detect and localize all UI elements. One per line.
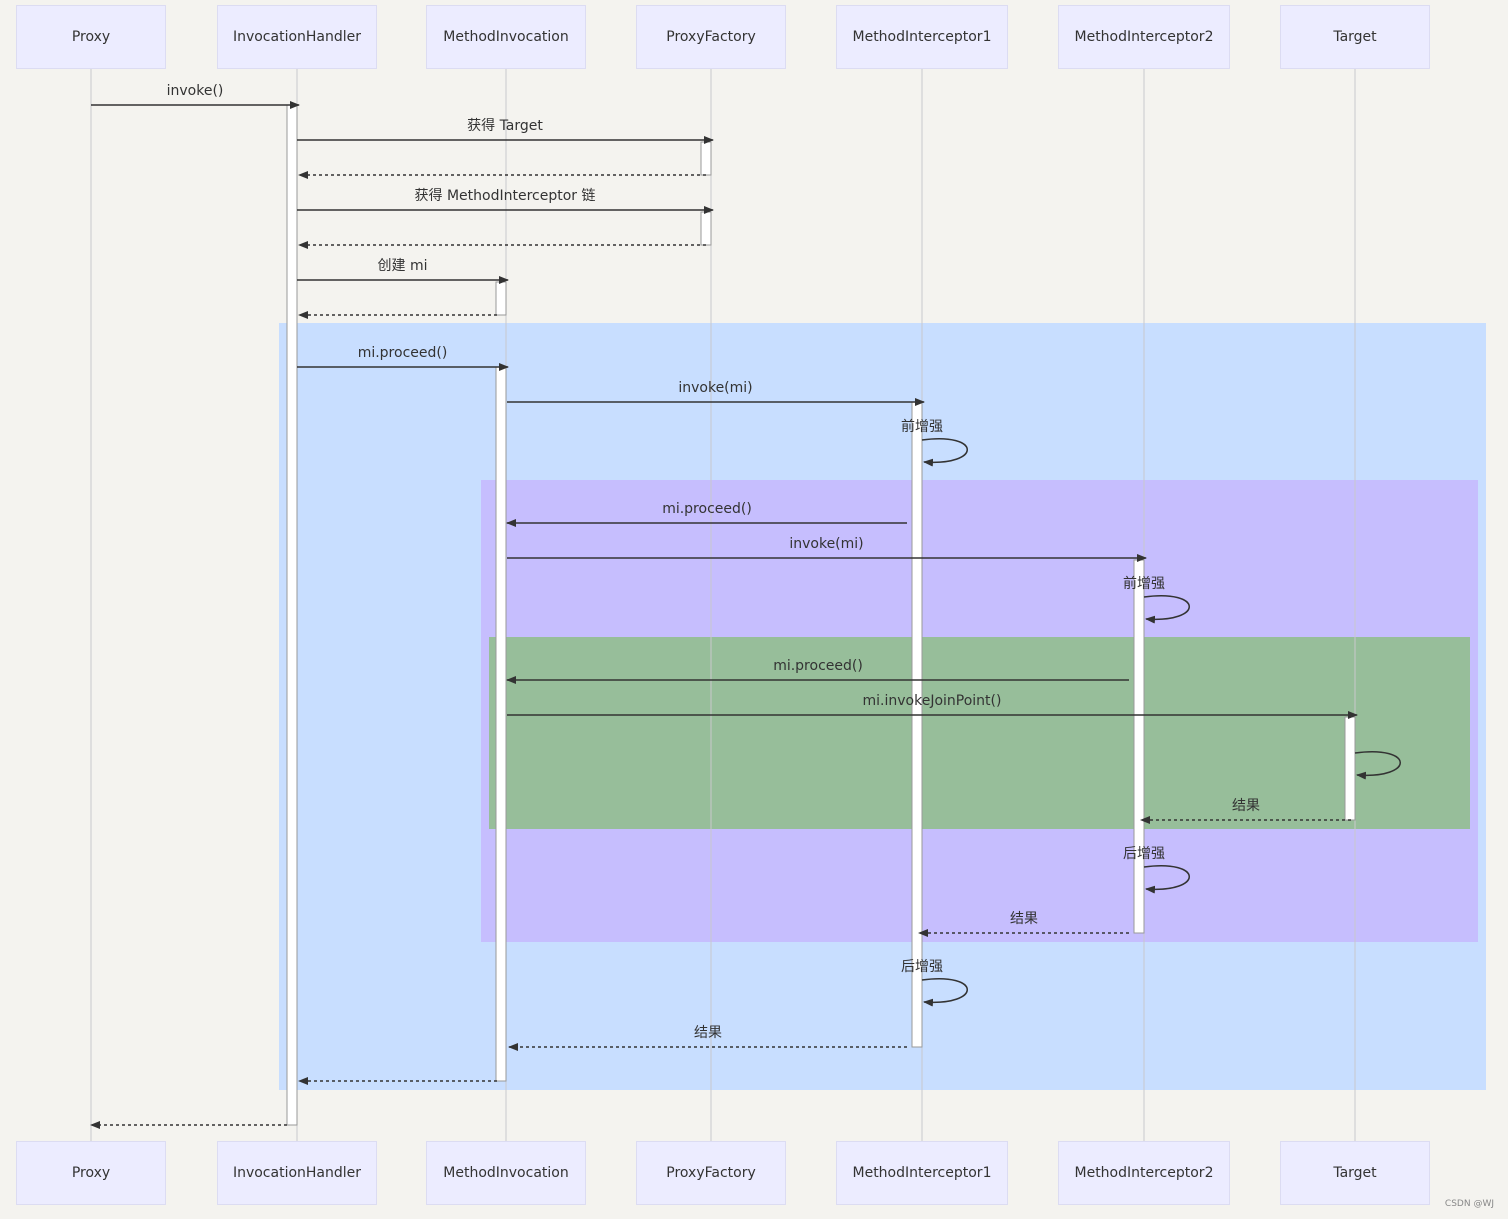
activation-bar [1344,716,1356,821]
participant-box-top: Target [1280,5,1430,69]
message-label: 结果 [1232,798,1260,814]
activation-bar [700,141,712,176]
participant-box-top: InvocationHandler [217,5,377,69]
message-label: 前增强 [1123,575,1165,592]
participant-box-bottom: MethodInterceptor2 [1058,1141,1230,1205]
watermark: CSDN @WJ [1444,1199,1494,1209]
message-label: 前增强 [901,418,943,435]
message-label: mi.invokeJoinPoint() [862,693,1002,709]
message-label: 创建 mi [377,258,428,274]
activation-bar [495,366,507,1082]
activation-bar [495,281,507,316]
participant-box-top: MethodInterceptor2 [1058,5,1230,69]
participant-box-bottom: MethodInvocation [426,1141,586,1205]
message-label: 获得 MethodInterceptor 链 [414,188,596,204]
message-label: 后增强 [1123,846,1165,862]
message-label: mi.proceed() [773,658,863,674]
participant-box-top: MethodInvocation [426,5,586,69]
activation-bar [911,401,923,1048]
participant-box-bottom: ProxyFactory [636,1141,786,1205]
message-label: invoke(mi) [678,380,753,396]
self-message-arrow [1143,865,1190,894]
message-label: invoke(mi) [789,536,864,552]
activation-bar [1133,559,1145,934]
participant-box-top: Proxy [16,5,166,69]
participant-box-bottom: InvocationHandler [217,1141,377,1205]
message-label: 获得 Target [467,118,543,134]
self-message-arrow [921,978,968,1007]
message-label: 后增强 [901,959,943,975]
participant-box-bottom: Target [1280,1141,1430,1205]
message-label: 结果 [1010,911,1038,927]
region-inner [489,637,1470,829]
self-message-arrow [921,438,968,467]
activation-bar [700,211,712,246]
participant-box-bottom: Proxy [16,1141,166,1205]
message-label: mi.proceed() [357,345,448,361]
activation-bar [286,104,298,1126]
message-label: invoke() [166,83,224,99]
participant-box-bottom: MethodInterceptor1 [836,1141,1008,1205]
self-message-arrow [1354,751,1401,780]
self-message-arrow [1143,595,1190,624]
message-label: 结果 [694,1025,722,1041]
participant-box-top: ProxyFactory [636,5,786,69]
participant-box-top: MethodInterceptor1 [836,5,1008,69]
message-label: mi.proceed() [662,501,752,517]
